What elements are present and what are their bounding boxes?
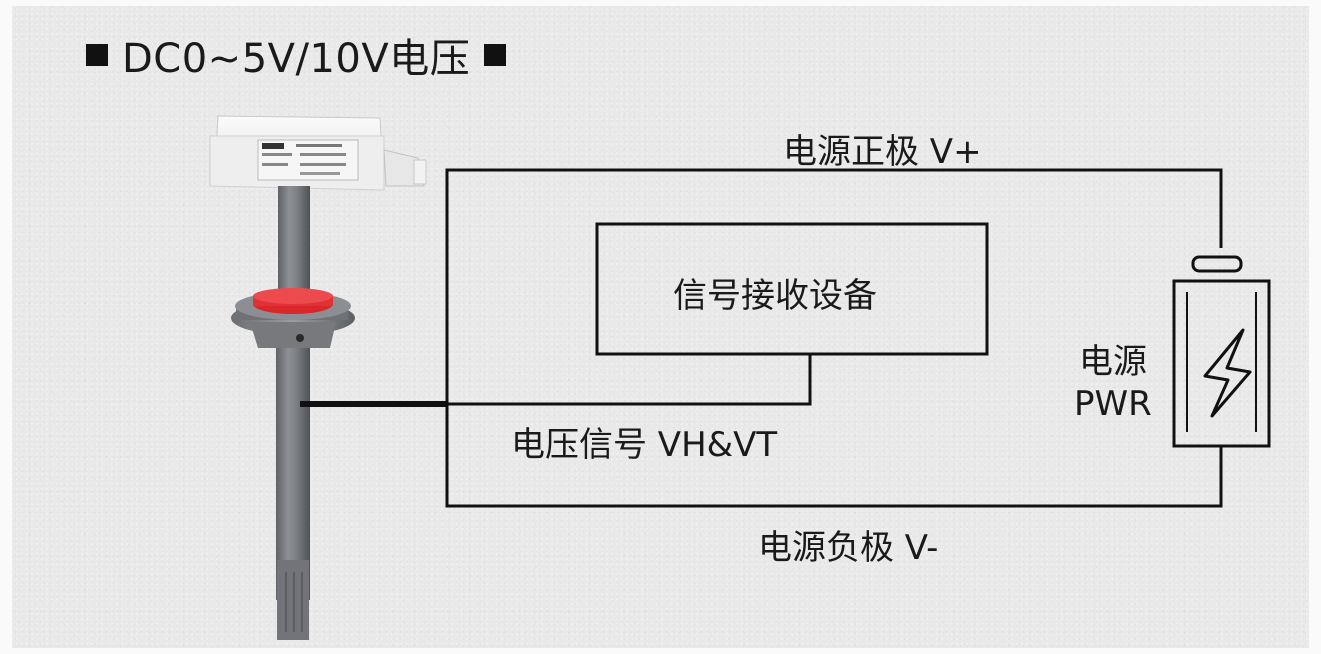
page-title: DC0~5V/10V电压 bbox=[86, 26, 507, 84]
frame-right bbox=[1309, 0, 1321, 654]
receiver-label: 信号接收设备 bbox=[673, 276, 877, 316]
battery-icon bbox=[1172, 255, 1271, 448]
square-bullet-icon bbox=[484, 44, 507, 66]
square-bullet-icon bbox=[86, 44, 108, 66]
frame-bottom bbox=[0, 648, 1321, 654]
power-loop-wire bbox=[445, 168, 1223, 508]
frame-top bbox=[0, 0, 1321, 6]
signal-wire bbox=[447, 354, 812, 406]
positive-terminal-label: 电源正极 V+ bbox=[783, 132, 982, 172]
duct-sensor-icon bbox=[209, 115, 427, 640]
power-label-line2: PWR bbox=[1074, 384, 1152, 424]
frame-left bbox=[0, 0, 12, 654]
title-text: DC0~5V/10V电压 bbox=[122, 36, 471, 82]
signal-receiver-box bbox=[595, 222, 989, 356]
signal-label: 电压信号 VH&VT bbox=[511, 425, 778, 465]
power-label-line1: 电源 bbox=[1079, 342, 1147, 382]
lightning-bolt-icon bbox=[1203, 328, 1252, 418]
negative-terminal-label: 电源负极 V- bbox=[758, 528, 939, 568]
